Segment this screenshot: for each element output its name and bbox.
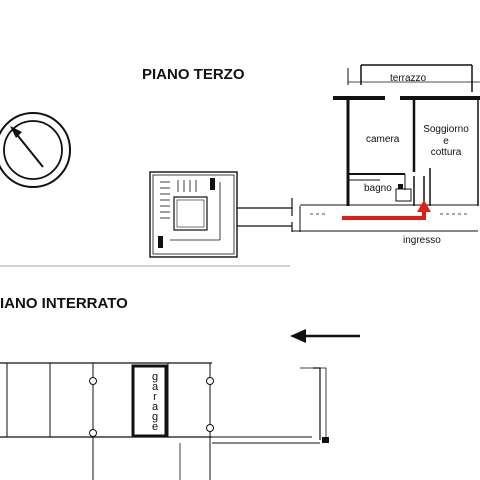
basement-plan: [0, 362, 329, 480]
room-label-entrance: ingresso: [403, 235, 441, 246]
garage-letter: g: [152, 411, 158, 423]
garage-letter: g: [152, 371, 158, 383]
room-label-terrace: terrazzo: [390, 73, 427, 84]
garage-letter: r: [153, 391, 157, 403]
garage-highlight: g a r a g e: [131, 364, 168, 438]
garage-letter: e: [152, 421, 158, 433]
upper-floor-title: PIANO TERZO: [142, 66, 245, 83]
room-label-living-2: e: [443, 136, 449, 147]
room-label-bathroom: bagno: [364, 183, 392, 194]
left-arrow-icon: [290, 329, 360, 343]
room-label-living-1: Soggiorno: [423, 124, 469, 135]
entry-arrow: [342, 200, 431, 220]
basement-title: IANO INTERRATO: [0, 295, 128, 312]
corridor: [237, 198, 478, 232]
compass-icon: [0, 112, 71, 188]
apartment-walls: [333, 64, 480, 206]
stairwell: [149, 171, 238, 258]
garage-letter: a: [152, 381, 159, 393]
room-label-bedroom: camera: [366, 134, 400, 145]
room-label-living-3: cottura: [431, 147, 462, 158]
garage-letter: a: [152, 401, 159, 413]
